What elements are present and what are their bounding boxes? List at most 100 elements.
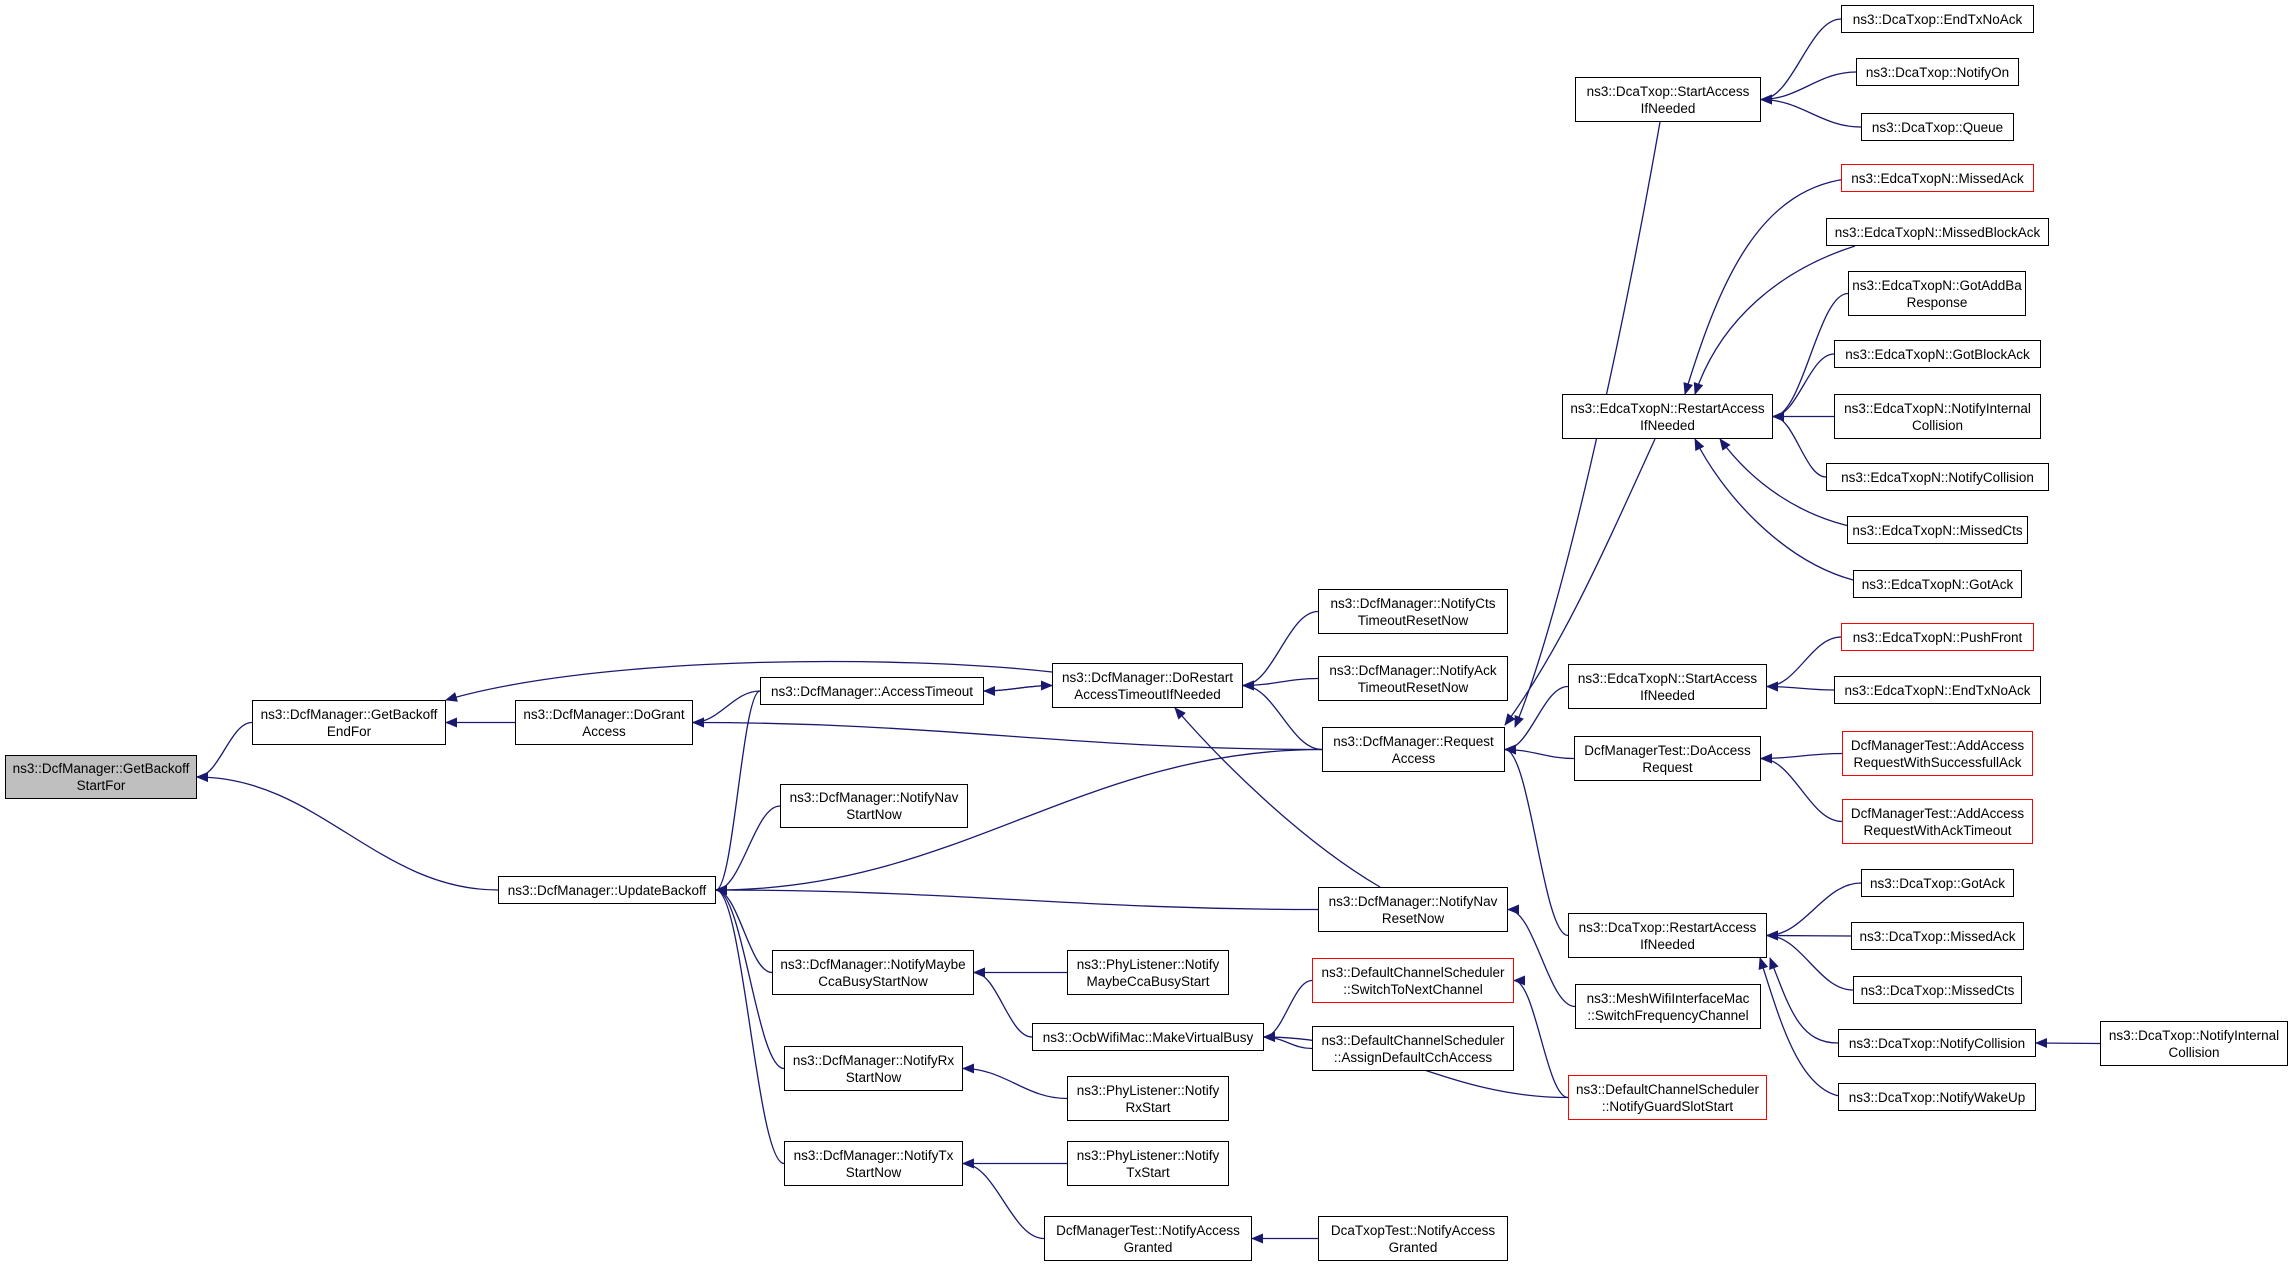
graph-node-label: ns3::PhyListener::Notify RxStart (1076, 1082, 1220, 1115)
graph-node-n21[interactable]: DcaTxopTest::NotifyAccess Granted (1318, 1216, 1508, 1261)
graph-node-n03[interactable]: ns3::DcfManager::DoGrant Access (515, 700, 693, 745)
graph-node-n09[interactable]: ns3::DcfManager::DoRestart AccessTimeout… (1052, 663, 1243, 708)
graph-node-n41[interactable]: ns3::EdcaTxopN::EndTxNoAck (1834, 676, 2041, 704)
graph-node-n47[interactable]: ns3::DcaTxop::NotifyCollision (1838, 1029, 2036, 1057)
graph-node-label: ns3::DcaTxop::MissedCts (1860, 982, 2015, 998)
graph-node-n18[interactable]: ns3::DcfManager::NotifyNav ResetNow (1318, 887, 1508, 932)
edge-n41-to-n24 (1766, 681, 1835, 692)
graph-node-label: ns3::EdcaTxopN::NotifyInternal Collision (1844, 400, 2031, 433)
graph-node-n15[interactable]: ns3::DcfManager::NotifyCts TimeoutResetN… (1318, 589, 1508, 634)
graph-node-n13[interactable]: ns3::PhyListener::Notify TxStart (1067, 1141, 1229, 1186)
graph-node-label: ns3::DcaTxop::NotifyOn (1865, 64, 2010, 80)
edge-n11-to-n06 (973, 967, 1033, 1038)
graph-node-n40[interactable]: ns3::EdcaTxopN::PushFront (1841, 623, 2034, 651)
edge-n17-to-n03 (692, 717, 1323, 751)
graph-node-label: ns3::DefaultChannelScheduler ::AssignDef… (1321, 1032, 1505, 1065)
graph-node-label: DcaTxopTest::NotifyAccess Granted (1330, 1222, 1496, 1255)
graph-node-n20[interactable]: ns3::DefaultChannelScheduler ::AssignDef… (1312, 1026, 1514, 1071)
graph-node-n35[interactable]: ns3::EdcaTxopN::GotBlockAck (1834, 340, 2041, 368)
edge-n06-to-n02 (715, 885, 773, 974)
edge-n18-to-n02 (715, 885, 1319, 911)
graph-node-n02[interactable]: ns3::DcfManager::UpdateBackoff (498, 876, 716, 904)
graph-node-label: ns3::EdcaTxopN::NotifyCollision (1841, 469, 2034, 485)
graph-node-n33[interactable]: ns3::EdcaTxopN::MissedBlockAck (1826, 218, 2049, 246)
edge-n47-to-n26 (1769, 957, 1839, 1044)
graph-node-n43[interactable]: DcfManagerTest::AddAccess RequestWithAck… (1842, 799, 2033, 844)
graph-node-n42[interactable]: DcfManagerTest::AddAccess RequestWithSuc… (1842, 731, 2033, 776)
edge-n14-to-n08 (962, 1158, 1045, 1240)
graph-node-label: ns3::DcfManager::Request Access (1333, 733, 1494, 766)
graph-node-n05[interactable]: ns3::DcfManager::NotifyNav StartNow (780, 784, 968, 828)
graph-node-label: DcfManagerTest::NotifyAccess Granted (1056, 1222, 1240, 1255)
graph-node-n07[interactable]: ns3::DcfManager::NotifyRx StartNow (784, 1046, 963, 1091)
edge-n01-to-n00 (196, 721, 253, 782)
graph-node-n12[interactable]: ns3::PhyListener::Notify RxStart (1067, 1076, 1229, 1121)
graph-node-label: ns3::DcaTxop::NotifyCollision (1848, 1035, 2026, 1051)
edge-n27-to-n18 (1507, 904, 1576, 1008)
graph-node-label: ns3::PhyListener::Notify TxStart (1076, 1147, 1220, 1180)
graph-node-label: ns3::EdcaTxopN::MissedBlockAck (1834, 224, 2041, 240)
edge-n33-to-n23 (1693, 245, 1856, 395)
graph-node-label: ns3::DcfManager::NotifyMaybe CcaBusyStar… (780, 956, 966, 989)
graph-node-label: ns3::OcbWifiMac::MakeVirtualBusy (1042, 1029, 1254, 1045)
graph-node-n44[interactable]: ns3::DcaTxop::GotAck (1861, 869, 2014, 897)
graph-node-label: DcfManagerTest::DoAccess Request (1584, 742, 1751, 775)
graph-node-n37[interactable]: ns3::EdcaTxopN::NotifyCollision (1826, 463, 2049, 491)
edge-n44-to-n26 (1766, 882, 1862, 941)
graph-node-label: ns3::DcaTxop::StartAccess IfNeeded (1586, 83, 1750, 116)
graph-node-n19[interactable]: ns3::DefaultChannelScheduler ::SwitchToN… (1312, 958, 1514, 1003)
graph-node-n34[interactable]: ns3::EdcaTxopN::GotAddBa Response (1848, 271, 2026, 316)
graph-node-label: ns3::DefaultChannelScheduler ::SwitchToN… (1321, 964, 1505, 997)
edge-n49-to-n47 (2035, 1038, 2101, 1049)
graph-node-label: ns3::DcfManager::GetBackoff StartFor (12, 761, 190, 793)
graph-node-n06[interactable]: ns3::DcfManager::NotifyMaybe CcaBusyStar… (772, 950, 974, 995)
edge-n39-to-n23 (1694, 438, 1854, 581)
graph-node-label: ns3::EdcaTxopN::EndTxNoAck (1844, 682, 2031, 698)
graph-node-n49[interactable]: ns3::DcaTxop::NotifyInternal Collision (2100, 1021, 2288, 1066)
graph-node-n22[interactable]: ns3::DcaTxop::StartAccess IfNeeded (1575, 77, 1761, 122)
graph-node-n38[interactable]: ns3::EdcaTxopN::MissedCts (1847, 516, 2028, 544)
edge-n17-to-n09 (1242, 680, 1323, 751)
graph-node-label: ns3::EdcaTxopN::GotBlockAck (1845, 346, 2030, 362)
edge-n48-to-n26 (1758, 957, 1849, 1098)
graph-node-n32[interactable]: ns3::EdcaTxopN::MissedAck (1841, 164, 2034, 192)
graph-node-n36[interactable]: ns3::EdcaTxopN::NotifyInternal Collision (1834, 394, 2041, 439)
edge-n08-to-n02 (715, 885, 785, 1165)
edge-n38-to-n23 (1719, 438, 1871, 531)
graph-node-n16[interactable]: ns3::DcfManager::NotifyAck TimeoutResetN… (1318, 656, 1508, 701)
edge-n34-to-n23 (1772, 292, 1849, 422)
graph-node-n17[interactable]: ns3::DcfManager::Request Access (1322, 727, 1505, 772)
edge-n45-to-n26 (1766, 930, 1852, 941)
graph-node-n45[interactable]: ns3::DcaTxop::MissedAck (1851, 922, 2024, 950)
graph-node-n39[interactable]: ns3::EdcaTxopN::GotAck (1853, 570, 2022, 598)
graph-node-n14[interactable]: DcfManagerTest::NotifyAccess Granted (1044, 1216, 1252, 1261)
graph-node-label: ns3::MeshWifiInterfaceMac ::SwitchFreque… (1586, 990, 1750, 1023)
graph-node-n23[interactable]: ns3::EdcaTxopN::RestartAccess IfNeeded (1562, 394, 1773, 439)
edge-n26-to-n17 (1504, 744, 1569, 937)
graph-node-n46[interactable]: ns3::DcaTxop::MissedCts (1853, 976, 2022, 1004)
graph-node-n31[interactable]: ns3::DcaTxop::Queue (1861, 113, 2014, 141)
graph-node-label: ns3::DcaTxop::GotAck (1869, 875, 2006, 891)
graph-node-n08[interactable]: ns3::DcfManager::NotifyTx StartNow (784, 1141, 963, 1186)
graph-node-n28[interactable]: ns3::DefaultChannelScheduler ::NotifyGua… (1568, 1075, 1767, 1120)
edge-n17-to-n02 (715, 748, 1323, 895)
graph-node-n48[interactable]: ns3::DcaTxop::NotifyWakeUp (1838, 1083, 2036, 1111)
graph-node-n11[interactable]: ns3::OcbWifiMac::MakeVirtualBusy (1032, 1023, 1264, 1051)
graph-node-n25[interactable]: DcfManagerTest::DoAccess Request (1574, 736, 1761, 781)
edge-n23-to-n17 (1504, 438, 1656, 726)
graph-node-n10[interactable]: ns3::PhyListener::Notify MaybeCcaBusySta… (1067, 950, 1229, 995)
graph-node-n30[interactable]: ns3::DcaTxop::NotifyOn (1856, 58, 2019, 86)
edge-n42-to-n25 (1760, 752, 1843, 764)
graph-node-n26[interactable]: ns3::DcaTxop::RestartAccess IfNeeded (1568, 913, 1767, 958)
graph-node-label: ns3::EdcaTxopN::GotAck (1861, 576, 2014, 592)
graph-node-n04[interactable]: ns3::DcfManager::AccessTimeout (760, 677, 984, 705)
graph-node-label: ns3::DcaTxop::Queue (1871, 119, 2004, 135)
graph-node-label: ns3::DcfManager::GetBackoff EndFor (260, 706, 438, 739)
graph-node-n24[interactable]: ns3::EdcaTxopN::StartAccess IfNeeded (1568, 664, 1767, 709)
graph-node-n01[interactable]: ns3::DcfManager::GetBackoff EndFor (252, 700, 446, 745)
edge-n04-to-n03 (692, 690, 761, 728)
edge-n05-to-n02 (715, 805, 781, 895)
graph-node-n27[interactable]: ns3::MeshWifiInterfaceMac ::SwitchFreque… (1575, 984, 1761, 1029)
graph-node-label: ns3::PhyListener::Notify MaybeCcaBusySta… (1076, 956, 1220, 989)
graph-node-n29[interactable]: ns3::DcaTxop::EndTxNoAck (1841, 5, 2034, 33)
